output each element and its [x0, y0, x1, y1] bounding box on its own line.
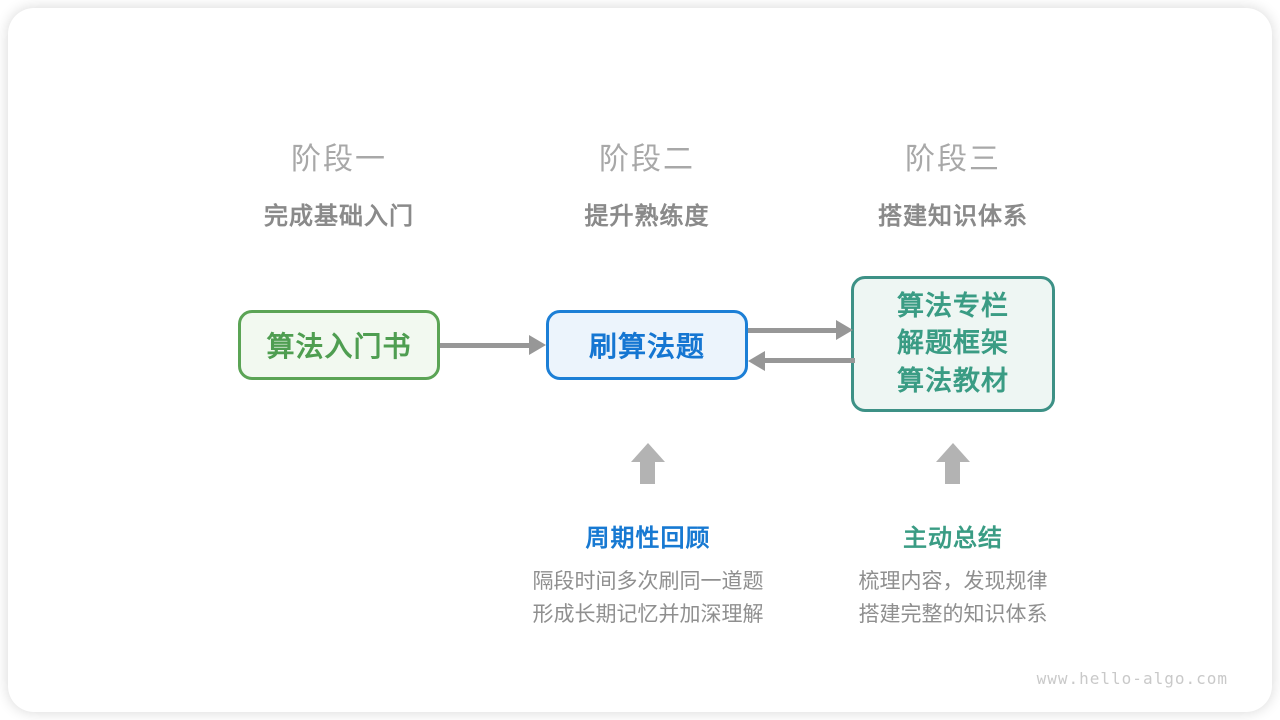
annotation-review-desc: 隔段时间多次刷同一道题 形成长期记忆并加深理解 — [468, 566, 828, 631]
annotation-summary-label: 主动总结 — [903, 525, 1003, 552]
annotation-review-desc-line-1: 隔段时间多次刷同一道题 — [532, 570, 764, 593]
up-arrow-summary-icon — [936, 443, 970, 462]
up-arrow-review-stem — [640, 462, 655, 484]
flow-arrow-stage2-to-stage3-line — [748, 328, 837, 333]
stage-1-subtitle: 完成基础入门 — [264, 203, 414, 230]
stage-2-header: 阶段二 提升熟练度 — [487, 134, 807, 231]
stage-2-subtitle: 提升熟练度 — [584, 203, 710, 230]
watermark-url: www.hello-algo.com — [1036, 669, 1228, 688]
node-resource-line-2: 解题框架 — [897, 328, 1009, 359]
annotation-summary-desc: 梳理内容，发现规律 搭建完整的知识体系 — [773, 566, 1133, 631]
flow-arrow-stage1-to-stage2-head-icon — [529, 335, 546, 355]
flow-arrow-stage2-to-stage3-head-icon — [836, 320, 853, 340]
flow-arrow-stage1-to-stage2-line — [440, 343, 530, 348]
up-arrow-review-icon — [631, 443, 665, 462]
node-resource-line-3: 算法教材 — [897, 365, 1009, 396]
stage-1-header: 阶段一 完成基础入门 — [179, 134, 499, 231]
diagram-card: 阶段一 完成基础入门 阶段二 提升熟练度 阶段三 搭建知识体系 算法入门书 刷算… — [8, 8, 1272, 712]
node-intro-book-label: 算法入门书 — [266, 331, 412, 362]
stage-3-title: 阶段三 — [905, 143, 1001, 176]
annotation-summary-desc-line-1: 梳理内容，发现规律 — [858, 570, 1048, 593]
stage-1-title: 阶段一 — [291, 143, 387, 176]
stage-3-header: 阶段三 搭建知识体系 — [793, 134, 1113, 231]
annotation-summary-desc-line-2: 搭建完整的知识体系 — [858, 602, 1048, 626]
annotation-review-label: 周期性回顾 — [585, 525, 711, 552]
node-practice-problems-label: 刷算法题 — [588, 331, 705, 362]
up-arrow-summary-stem — [945, 462, 960, 484]
flow-arrow-stage3-to-stage2-line — [764, 358, 855, 363]
annotation-review-desc-line-2: 形成长期记忆并加深理解 — [532, 602, 764, 626]
node-knowledge-resources: 算法专栏 解题框架 算法教材 — [851, 276, 1055, 412]
flow-arrow-stage3-to-stage2-head-icon — [748, 351, 765, 371]
stage-3-subtitle: 搭建知识体系 — [878, 203, 1028, 230]
stage-2-title: 阶段二 — [599, 143, 695, 176]
node-resource-line-1: 算法专栏 — [897, 291, 1009, 322]
node-practice-problems: 刷算法题 — [546, 310, 748, 380]
node-intro-book: 算法入门书 — [238, 310, 440, 380]
